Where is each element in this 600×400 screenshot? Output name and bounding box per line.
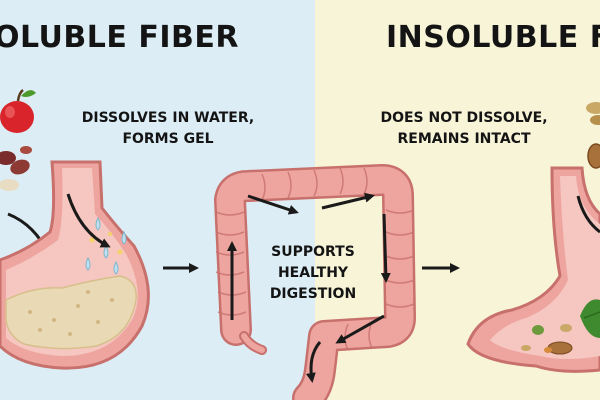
center-caption: SUPPORTS HEALTHY DIGESTION bbox=[262, 242, 364, 305]
left-caption: DISSOLVES IN WATER, FORMS GEL bbox=[80, 108, 256, 150]
center-caption-line3: DIGESTION bbox=[269, 286, 357, 302]
nut-icon bbox=[586, 102, 600, 169]
right-caption: DOES NOT DISSOLVE, REMAINS INTACT bbox=[376, 108, 552, 150]
center-caption-line2: HEALTHY bbox=[277, 265, 349, 281]
left-stomach bbox=[0, 160, 150, 370]
left-title: OLUBLE FIBER bbox=[0, 20, 239, 55]
center-caption-line1: SUPPORTS bbox=[271, 244, 355, 260]
left-stomach-flow-arrow bbox=[66, 193, 111, 248]
bean-icon bbox=[0, 146, 32, 191]
apple-icon bbox=[0, 89, 36, 133]
right-caption-line2: REMAINS INTACT bbox=[397, 131, 531, 147]
right-caption-line1: DOES NOT DISSOLVE, bbox=[380, 110, 548, 126]
left-caption-line1: DISSOLVES IN WATER, bbox=[81, 110, 255, 126]
leaf-icon bbox=[580, 299, 600, 338]
large-intestine bbox=[214, 164, 416, 400]
right-stomach bbox=[466, 166, 600, 373]
intestine-flow-arrows bbox=[227, 192, 391, 383]
right-title: INSOLUBLE F bbox=[386, 20, 600, 55]
left-caption-line2: FORMS GEL bbox=[122, 131, 214, 147]
